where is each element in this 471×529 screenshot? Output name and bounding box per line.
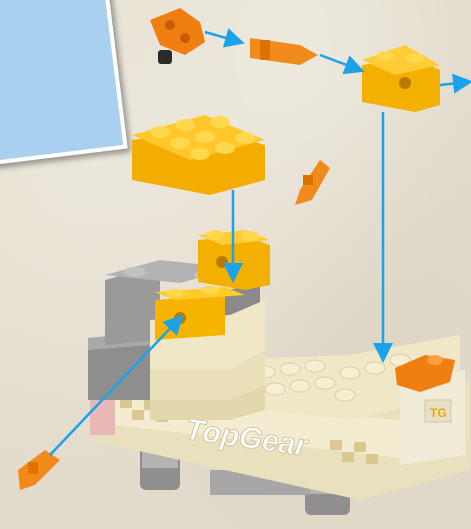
tan-brick-lower (150, 350, 265, 400)
pin-icon (295, 160, 330, 205)
yellow-brick-top-right (362, 45, 440, 112)
pin-icon (250, 38, 318, 65)
pin-icon (18, 450, 60, 490)
arrow-icon (49, 314, 184, 456)
yellow-brick-2x4 (132, 115, 265, 195)
orange-connector-placed (395, 355, 455, 392)
pink-tile (90, 395, 115, 435)
arrow-icon (319, 53, 365, 75)
arrow-icon (204, 28, 245, 48)
connector-icon (150, 8, 205, 64)
arrow-icon (439, 73, 471, 94)
assembly-arrows (49, 28, 471, 456)
grey-brick-stack (105, 265, 160, 345)
left-tower (88, 260, 265, 420)
tg-badge: TG (430, 406, 447, 420)
